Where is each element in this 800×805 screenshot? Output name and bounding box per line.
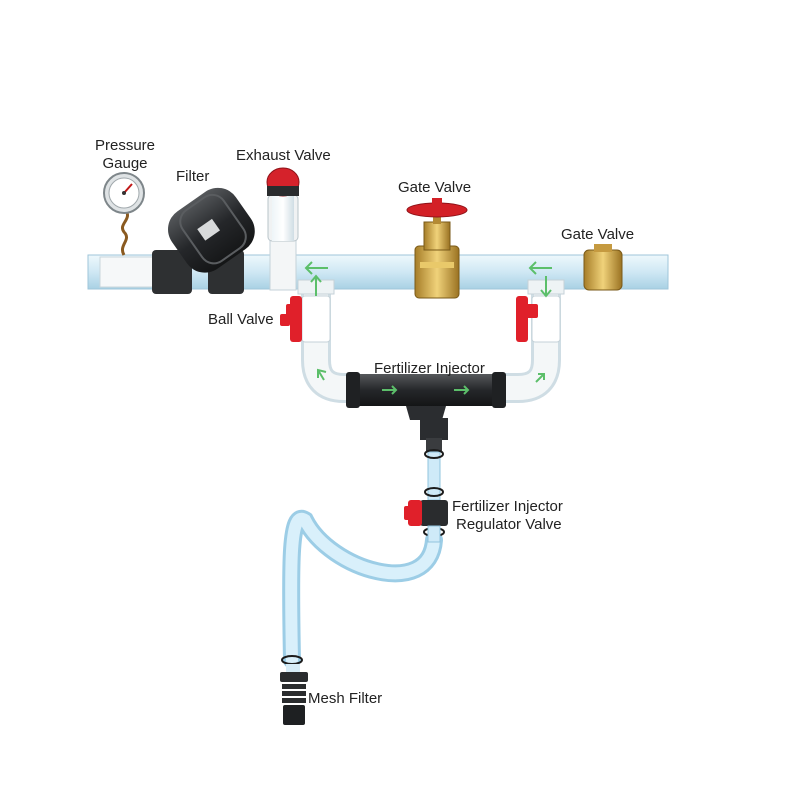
right-bypass-pipe bbox=[500, 279, 565, 403]
label-filter: Filter bbox=[176, 168, 210, 185]
flow-arrow-icon bbox=[304, 261, 552, 383]
label-regulator-line2: Regulator Valve bbox=[456, 516, 562, 533]
label-fertilizer-injector: Fertilizer Injector bbox=[374, 360, 485, 377]
filter-icon bbox=[152, 187, 255, 294]
pressure-gauge-icon bbox=[103, 172, 145, 256]
label-pressure-gauge-line2: Gauge bbox=[102, 155, 148, 172]
ball-valve-icon bbox=[280, 296, 302, 342]
injector-icon bbox=[346, 372, 506, 452]
exhaust-valve-icon bbox=[266, 167, 300, 291]
label-ball-valve: Ball Valve bbox=[208, 311, 274, 328]
label-regulator-valve: Fertilizer Injector Regulator Valve bbox=[452, 498, 563, 534]
gate-valve-icon bbox=[406, 198, 468, 299]
label-gate-valve-main: Gate Valve bbox=[398, 179, 472, 196]
regulator-valve-icon bbox=[404, 500, 448, 543]
label-pressure-gauge: Pressure Gauge bbox=[90, 137, 160, 173]
ball-valve-right-icon bbox=[516, 296, 538, 342]
label-exhaust-valve: Exhaust Valve bbox=[236, 147, 331, 164]
label-regulator-line1: Fertilizer Injector bbox=[452, 498, 563, 515]
label-mesh-filter: Mesh Filter bbox=[308, 690, 383, 707]
mesh-filter-icon bbox=[280, 655, 308, 725]
gate-valve-side-icon bbox=[583, 244, 623, 291]
label-gate-valve-side: Gate Valve bbox=[561, 226, 635, 243]
suction-hose bbox=[282, 449, 444, 669]
left-bypass-pipe bbox=[297, 279, 360, 403]
label-pressure-gauge-line1: Pressure bbox=[94, 137, 156, 154]
